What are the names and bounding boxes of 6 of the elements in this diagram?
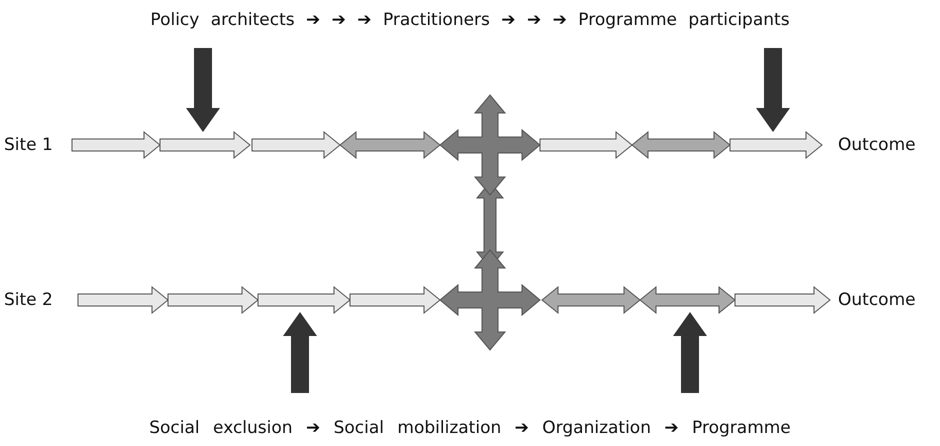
flow-text: Policy architects ➔ ➔ ➔ Practitioners ➔ ➔ ➔ Programme participants <box>150 9 790 31</box>
flow-text: Social exclusion ➔ Social mobilization ➔ Organization ➔ Programme <box>149 417 791 439</box>
outcome-label: Outcome <box>838 289 916 311</box>
site-label: Site 1 <box>4 134 53 156</box>
site-label: Site 2 <box>4 289 53 311</box>
outcome-label: Outcome <box>838 134 916 156</box>
